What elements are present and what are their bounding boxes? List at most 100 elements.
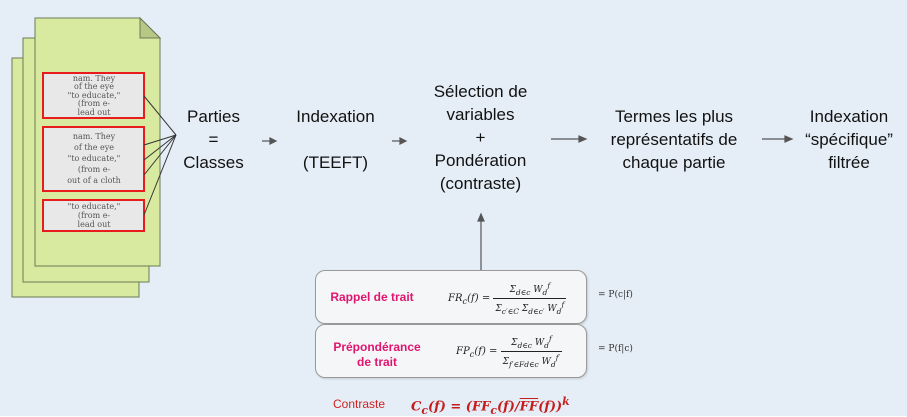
snippet-line: of the eye xyxy=(74,82,114,92)
snippet-line: lead out xyxy=(77,220,111,229)
snippet-3: "to educate," (from e- lead out xyxy=(47,202,141,230)
stage-termes-line: Termes les plus xyxy=(614,107,734,126)
snippet-line: nam. They xyxy=(72,75,116,83)
formula-text: (f) = xyxy=(467,292,491,304)
formula-text: f′ xyxy=(555,352,561,362)
red-box-1 xyxy=(42,72,145,119)
formula-text: c xyxy=(469,348,475,359)
snippet-line: of the eye xyxy=(74,143,114,152)
formula-text: W xyxy=(541,356,551,367)
rappel-fraction: Σd∈c Wdf Σc′∈C Σd∈c′ Wdf xyxy=(493,281,567,316)
formula-text: Σ xyxy=(509,285,516,295)
formula-text: (f)) xyxy=(538,399,563,415)
rappel-equivalent: = P(c|f) xyxy=(598,290,633,300)
stage-indexation-specifique-line: Indexation xyxy=(809,107,889,126)
formula-text: Σ xyxy=(495,303,502,314)
formula-text: d∈c xyxy=(515,287,531,297)
stage-selection: Sélection de variables + Pondération (co… xyxy=(412,80,549,195)
preponderance-equivalent: = P(f|c) xyxy=(598,344,633,354)
formula-text: FF xyxy=(519,399,539,415)
stage-indexation-line: Indexation xyxy=(296,107,375,126)
formula-text: d xyxy=(544,340,549,350)
stage-selection-line: (contraste) xyxy=(439,174,522,193)
stage-selection-line: Pondération xyxy=(434,151,527,170)
red-box-3 xyxy=(42,199,145,232)
stage-termes-line: représentatifs de xyxy=(610,130,738,149)
stage-selection-line: Sélection de xyxy=(433,82,528,101)
formula-text: (f) = (FF xyxy=(427,399,491,415)
formula-text: f xyxy=(547,281,551,290)
rappel-label: Rappel de trait xyxy=(330,290,414,304)
arrow-termes-indexation-specifique xyxy=(762,135,794,143)
snippet-line: "to educate," xyxy=(67,90,121,100)
stage-indexation: Indexation (TEEFT) xyxy=(283,105,388,174)
formula-text: d∈c xyxy=(524,359,539,369)
formula-text: d xyxy=(556,306,562,316)
snippet-line: "to educate," xyxy=(67,202,121,211)
formula-text: f′∈F xyxy=(508,359,525,369)
stage-termes-line: chaque partie xyxy=(622,153,726,172)
snippet-2: nam. They of the eye "to educate," (from… xyxy=(47,131,141,189)
stage-indexation-specifique: Indexation “spécifique” filtrée xyxy=(796,105,902,174)
stage-parties-line: = xyxy=(208,130,219,149)
snippet-line: nam. They xyxy=(72,132,116,141)
snippet-line: "to educate," xyxy=(67,154,121,163)
formula-text: FP xyxy=(456,345,470,357)
stage-parties-line: Parties xyxy=(187,107,240,126)
preponderance-formula: FPc(f) = Σd∈c Wdf Σf′∈Fd∈c Wdf′ xyxy=(456,334,563,369)
stage-parties: Parties = Classes xyxy=(176,105,251,174)
formula-text: f xyxy=(548,334,552,343)
formula-text: f xyxy=(561,299,565,309)
formula-text: d xyxy=(550,359,556,369)
document-stack xyxy=(11,16,177,298)
formula-text: Σ xyxy=(511,338,518,348)
stage-selection-line: + xyxy=(475,128,486,147)
formula-text: d∈c xyxy=(517,340,532,350)
arrow-measures-selection xyxy=(477,212,485,270)
snippet-line: out of a cloth xyxy=(67,176,121,185)
formula-text: W xyxy=(534,338,545,348)
preponderance-label-line: Prépondérance xyxy=(333,340,421,354)
formula-text: k xyxy=(562,395,570,408)
contraste-label: Contraste xyxy=(333,397,386,411)
formula-text: d∈c′ xyxy=(528,306,545,316)
arrow-indexation-selection xyxy=(392,137,408,145)
rappel-formula: FRc(f) = Σd∈c Wdf Σc′∈C Σd∈c′ Wdf xyxy=(448,281,567,316)
connector-lines xyxy=(143,95,177,216)
stage-selection-line: variables xyxy=(446,105,515,124)
formula-text: W xyxy=(533,285,543,295)
stage-indexation-specifique-line: filtrée xyxy=(828,153,870,172)
snippet-line: (from e- xyxy=(77,165,111,174)
stage-indexation-specifique-line: “spécifique” xyxy=(805,130,893,149)
snippet-line: lead out xyxy=(77,107,111,117)
red-box-2 xyxy=(42,126,145,192)
rappel-box xyxy=(315,270,587,324)
arrow-parties-indexation xyxy=(262,137,278,145)
preponderance-label: Prépondérance de trait xyxy=(323,340,431,370)
snippet-1: nam. They of the eye "to educate," (from… xyxy=(47,75,141,117)
formula-text: d xyxy=(542,287,548,297)
formula-text: FR xyxy=(448,292,463,304)
formula-text: W xyxy=(547,303,557,314)
formula-text: C xyxy=(411,399,422,415)
formula-text: c′∈C xyxy=(501,306,519,316)
stage-indexation-line: (TEEFT) xyxy=(302,153,369,172)
formula-text: c xyxy=(421,403,428,417)
formula-text: (f) = xyxy=(474,345,498,357)
snippet-line: (from e- xyxy=(77,211,111,220)
contraste-formula: Cc(f) = (FFc(f)/FF(f))k xyxy=(411,395,570,417)
snippet-line: (from e- xyxy=(77,99,111,109)
preponderance-fraction: Σd∈c Wdf Σf′∈Fd∈c Wdf′ xyxy=(500,334,563,369)
arrow-selection-termes xyxy=(551,135,588,143)
preponderance-label-line: de trait xyxy=(356,355,397,369)
formula-text: c xyxy=(490,403,497,417)
stage-indexation-line xyxy=(283,128,388,151)
stage-parties-line: Classes xyxy=(183,153,244,172)
formula-text: Σ xyxy=(502,356,509,367)
formula-text: (f)/ xyxy=(497,399,520,415)
formula-text: Σ xyxy=(521,303,529,314)
stage-termes: Termes les plus représentatifs de chaque… xyxy=(594,105,754,174)
formula-text: c xyxy=(462,295,468,306)
